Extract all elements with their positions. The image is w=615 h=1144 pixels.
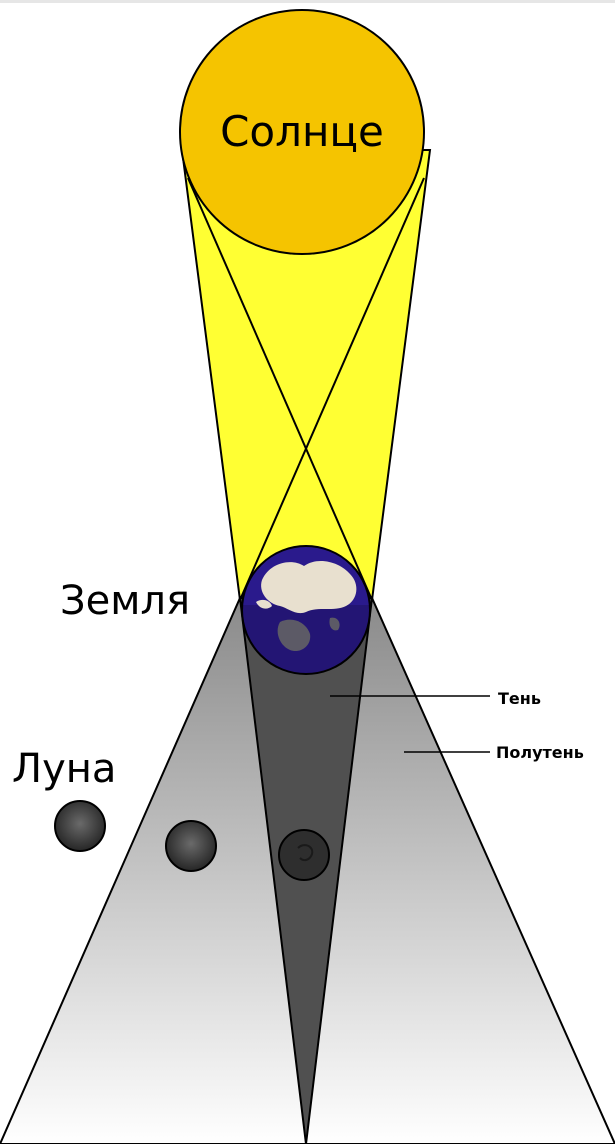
penumbra-label: Полутень	[496, 743, 584, 762]
sun-label: Солнце	[220, 107, 384, 156]
umbra-label: Тень	[498, 689, 541, 708]
moon-umbra	[279, 830, 329, 880]
moon-outside	[55, 801, 105, 851]
moon-penumbra	[166, 821, 216, 871]
moon-label: Луна	[12, 746, 116, 792]
earth-label: Земля	[60, 578, 190, 624]
